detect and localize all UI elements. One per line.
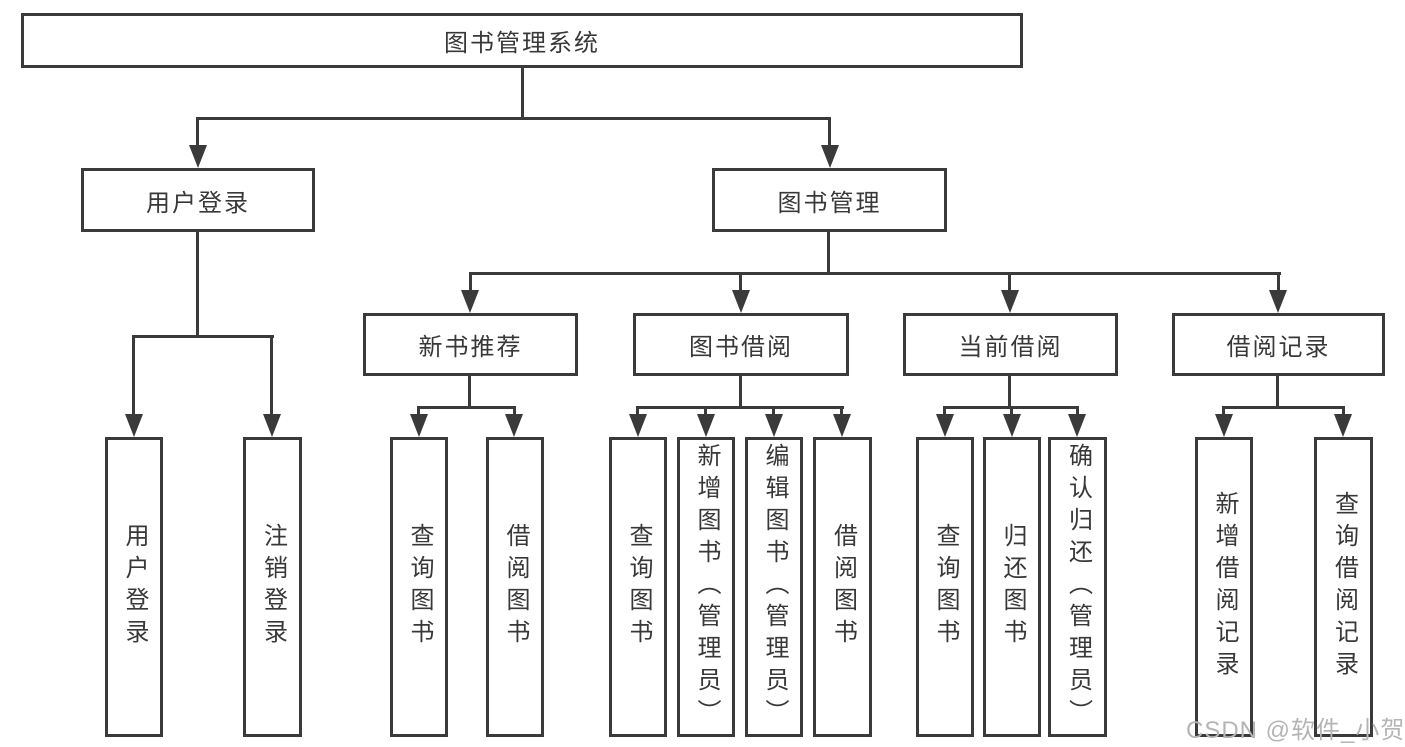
- connector-bookmgmt-rail: [469, 272, 1281, 275]
- connector-userlogin-rail: [132, 335, 274, 338]
- connector-userlogin-stem: [196, 232, 199, 336]
- arrowhead-cb-return: [1003, 414, 1021, 437]
- connector-drop-bb-add: [704, 406, 707, 418]
- leaf-nb-query-books: 查询图书: [390, 437, 448, 737]
- node-book-borrow: 图书借阅: [633, 313, 849, 376]
- connector-drop-book-management: [828, 117, 831, 150]
- connector-records-stem: [1276, 376, 1279, 407]
- connector-bookmgmt-stem: [827, 232, 830, 273]
- connector-drop-bb-borrow: [840, 406, 843, 418]
- arrowhead-nb-borrow: [505, 414, 523, 437]
- connector-drop-borrow-records: [1277, 272, 1280, 293]
- connector-drop-cb-confirm: [1076, 406, 1079, 418]
- connector-newbooks-rail: [417, 406, 516, 409]
- connector-drop-user-login: [196, 117, 199, 150]
- arrowhead-bb-borrow: [833, 414, 851, 437]
- leaf-nb-borrow-books: 借阅图书: [486, 437, 544, 737]
- leaf-bb-borrow-books: 借阅图书: [813, 437, 872, 737]
- connector-newbooks-stem: [468, 376, 471, 407]
- leaf-cb-return-books: 归还图书: [983, 437, 1041, 737]
- leaf-rec-query-record: 查询借阅记录: [1314, 437, 1373, 737]
- connector-drop-leaf-login: [132, 335, 135, 417]
- arrowhead-bb-edit: [765, 414, 783, 437]
- node-current-borrow: 当前借阅: [903, 313, 1118, 376]
- leaf-user-login: 用户登录: [105, 437, 163, 737]
- connector-drop-rec-query: [1342, 406, 1345, 418]
- connector-drop-cb-query: [943, 406, 946, 418]
- arrowhead-cb-confirm: [1068, 414, 1086, 437]
- arrowhead-bb-add: [697, 414, 715, 437]
- connector-drop-bb-edit: [772, 406, 775, 418]
- leaf-bb-query-books: 查询图书: [609, 437, 667, 737]
- connector-drop-bb-query: [636, 406, 639, 418]
- connector-records-rail: [1222, 406, 1345, 409]
- watermark: CSDN @软件_小贺同学: [1186, 717, 1405, 744]
- leaf-rec-add-record: 新增借阅记录: [1195, 437, 1253, 737]
- arrowhead-leaf-logout: [263, 414, 281, 437]
- arrowhead-book-borrow: [732, 290, 750, 313]
- arrowhead-cb-query: [936, 414, 954, 437]
- connector-drop-cb-return: [1010, 406, 1013, 418]
- leaf-bb-edit-books-admin: 编辑图书（管理员）: [745, 437, 803, 737]
- leaf-bb-add-books-admin: 新增图书（管理员）: [677, 437, 735, 737]
- connector-drop-current-borrow: [1008, 272, 1011, 293]
- arrowhead-user-login: [189, 145, 207, 168]
- connector-root-stem: [521, 68, 524, 118]
- connector-bookborrow-rail: [636, 406, 844, 409]
- leaf-cb-query-books: 查询图书: [916, 437, 974, 737]
- connector-drop-book-borrow: [739, 272, 742, 293]
- connector-currentborrow-stem: [1008, 376, 1011, 407]
- node-root: 图书管理系统: [21, 13, 1023, 68]
- arrowhead-nb-query: [410, 414, 428, 437]
- arrowhead-leaf-login: [125, 414, 143, 437]
- leaf-logout: 注销登录: [243, 437, 302, 737]
- connector-drop-nb-borrow: [513, 406, 516, 418]
- arrowhead-current-borrow: [1001, 290, 1019, 313]
- arrowhead-borrow-records: [1269, 290, 1287, 313]
- connector-bookborrow-stem: [739, 376, 742, 407]
- connector-drop-nb-query: [417, 406, 420, 418]
- arrowhead-rec-query: [1334, 414, 1352, 437]
- connector-drop-rec-add: [1222, 406, 1225, 418]
- node-new-book-recommend: 新书推荐: [363, 313, 578, 376]
- connector-drop-new-books: [469, 272, 472, 293]
- connector-root-rail: [196, 117, 831, 120]
- node-user-login: 用户登录: [81, 168, 315, 232]
- arrowhead-new-books: [461, 290, 479, 313]
- arrowhead-bb-query: [629, 414, 647, 437]
- connector-drop-leaf-logout: [270, 335, 273, 417]
- arrowhead-book-management: [821, 145, 839, 168]
- leaf-cb-confirm-return-admin: 确认归还（管理员）: [1048, 437, 1107, 737]
- node-borrow-records: 借阅记录: [1172, 313, 1385, 376]
- node-book-management: 图书管理: [712, 168, 947, 232]
- arrowhead-rec-add: [1215, 414, 1233, 437]
